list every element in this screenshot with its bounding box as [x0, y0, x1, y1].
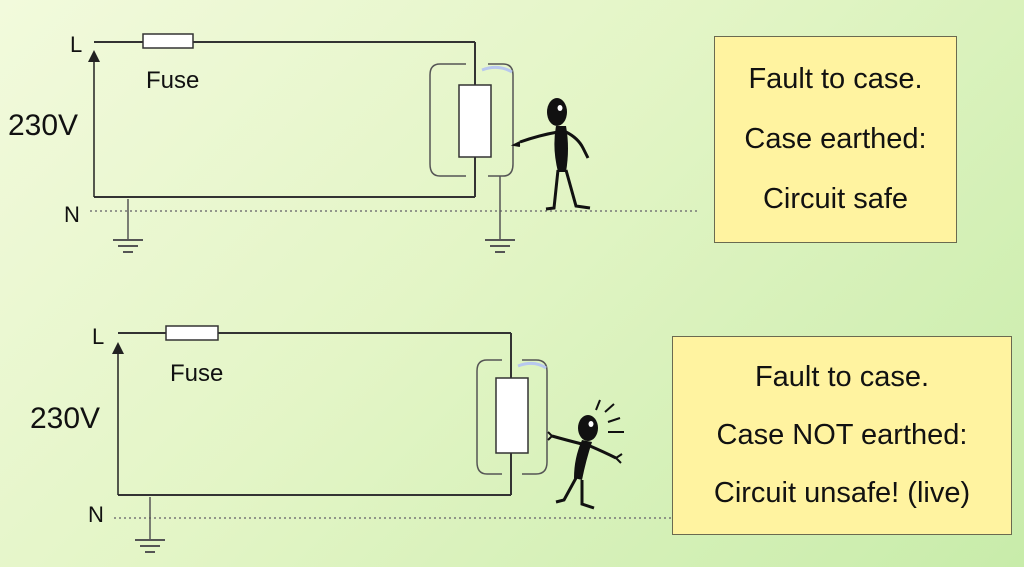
heating-element [495, 377, 529, 454]
live-label: L [70, 32, 82, 57]
note-line: Fault to case. [748, 62, 923, 95]
appliance-case [429, 63, 514, 177]
heating-element [458, 84, 492, 158]
neutral-label: N [88, 502, 104, 527]
live-label: L [92, 324, 104, 349]
note-line: Case NOT earthed: [716, 418, 968, 451]
earth-symbol-icon [135, 497, 165, 553]
note-line: Fault to case. [754, 361, 930, 394]
voltage-label: 230V [30, 402, 100, 435]
voltage-label: 230V [8, 109, 78, 142]
earth-symbol-icon [113, 199, 143, 253]
fuse-label: Fuse [146, 67, 199, 94]
unearthed-explanation-box: Fault to case. Case NOT earthed: Circuit… [672, 336, 1012, 535]
fuse [142, 33, 194, 49]
earthed-circuit: L N 230V Fuse [8, 32, 700, 253]
neutral-label: N [64, 202, 80, 227]
note-line: Circuit unsafe! (live) [713, 476, 971, 509]
person-shocked-icon [547, 399, 624, 510]
case-earth-icon [485, 176, 515, 253]
appliance-case [476, 359, 548, 475]
person-calm-icon [510, 98, 591, 211]
fuse-label: Fuse [170, 360, 223, 387]
unearthed-circuit: L N 230V Fuse [30, 324, 672, 553]
fuse [165, 325, 219, 341]
note-line: Circuit safe [762, 183, 909, 216]
earthed-explanation-box: Fault to case. Case earthed: Circuit saf… [714, 36, 957, 243]
note-line: Case earthed: [744, 122, 927, 155]
